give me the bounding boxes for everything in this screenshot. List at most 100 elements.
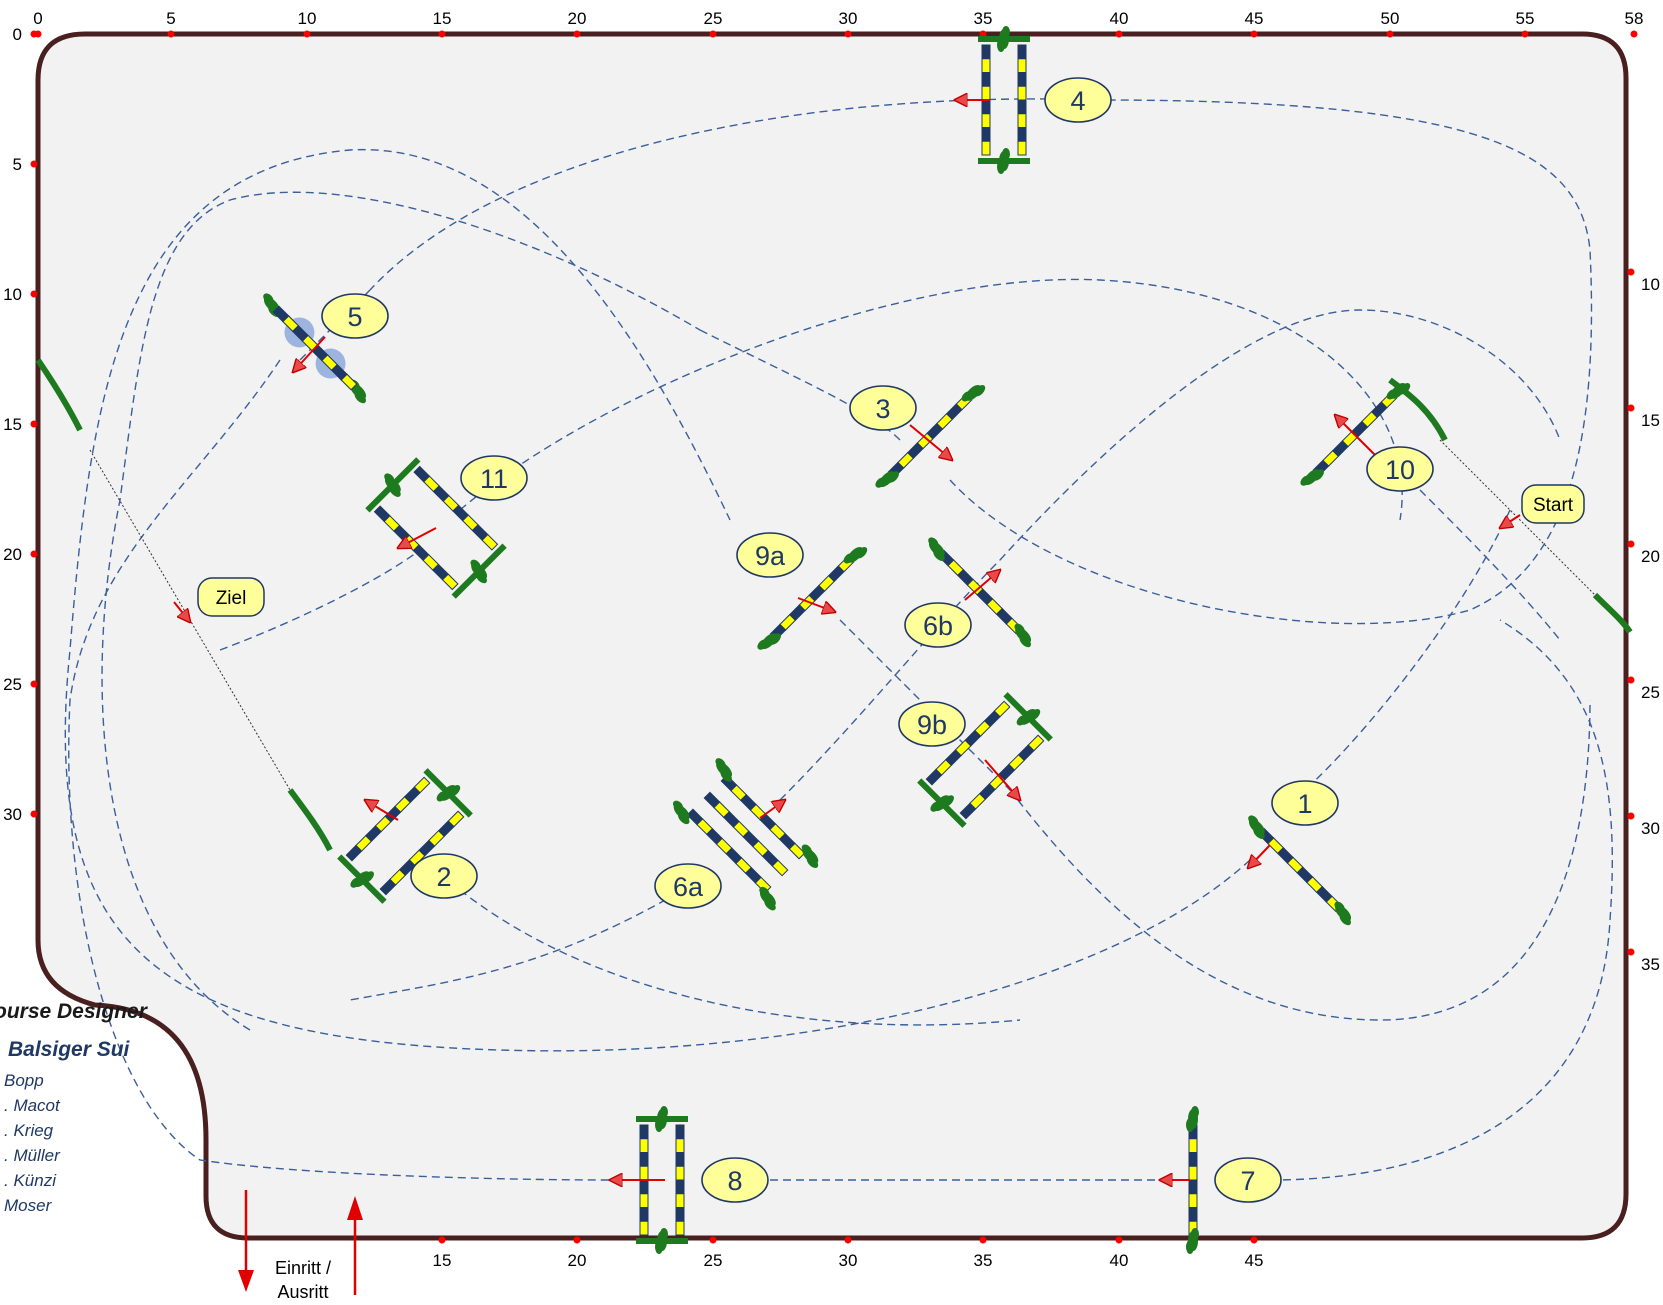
direction-arrow	[398, 527, 437, 548]
axis-tick-label: 15	[3, 415, 22, 434]
entry-label-line1: Einritt /	[274, 1258, 331, 1278]
obstacle-9a	[757, 546, 868, 650]
axis-tick	[438, 30, 446, 38]
direction-arrow	[759, 800, 785, 819]
obstacle-9b	[917, 692, 1053, 828]
obstacle-number: 6a	[673, 872, 704, 902]
axis-tick-label: 20	[568, 1251, 587, 1270]
axis-tick	[30, 810, 38, 818]
designer-name: Balsiger Sui	[8, 1038, 130, 1061]
obstacle-5	[263, 293, 367, 404]
obstacle-number: 9b	[917, 710, 947, 740]
riding-path	[64, 98, 1613, 1181]
obstacle-label-10: 10	[1366, 446, 1434, 492]
obstacle-number: 6b	[923, 611, 953, 641]
axis-tick-label: 25	[704, 1251, 723, 1270]
axis-tick	[1627, 404, 1635, 412]
axis-tick-label: 15	[433, 9, 452, 28]
obstacle-label-1: 1	[1271, 780, 1339, 826]
axis-tick	[1627, 812, 1635, 820]
assistant-name: Moser	[4, 1196, 52, 1215]
axis-tick	[1386, 30, 1394, 38]
obstacle-2	[337, 768, 473, 904]
axis-tick	[30, 550, 38, 558]
assistant-name: . Macot	[4, 1096, 60, 1115]
assistant-list: Bopp . Macot . Krieg . Müller . Künzi Mo…	[0, 1068, 240, 1218]
direction-arrow	[293, 336, 326, 372]
axis-tick-label: 50	[1381, 9, 1400, 28]
axis-tick	[979, 30, 987, 38]
start-tag: Start	[1500, 484, 1585, 528]
obstacle-label-6b: 6b	[904, 602, 972, 648]
obstacle-label-5: 5	[321, 293, 389, 339]
obstacle-6a	[673, 758, 819, 911]
axis-tick	[573, 1236, 581, 1244]
entry-arrows	[238, 1190, 363, 1295]
axis-tick-label: 0	[13, 25, 22, 44]
arena-outline	[35, 31, 1629, 1241]
obstacle-4	[978, 26, 1030, 174]
obstacle-7	[1186, 1106, 1199, 1254]
obstacles	[263, 26, 1411, 1254]
axis-tick-label: 45	[1245, 1251, 1264, 1270]
axis-tick-label: 5	[13, 155, 22, 174]
axis-tick-label: 10	[298, 9, 317, 28]
direction-arrow	[365, 800, 399, 821]
obstacle-1	[1248, 815, 1352, 926]
axis-tick-label: 40	[1110, 1251, 1129, 1270]
entry-label-line2: Ausritt	[277, 1282, 329, 1302]
obstacle-number: 2	[436, 862, 451, 892]
axis-tick	[1250, 30, 1258, 38]
obstacle-label-9a: 9a	[736, 532, 804, 578]
axis-tick-label: 20	[3, 545, 22, 564]
assistant-name: Bopp	[4, 1071, 44, 1090]
axis-tick	[1250, 1236, 1258, 1244]
axis-tick	[438, 1236, 446, 1244]
obstacle-label-3: 3	[849, 385, 917, 431]
start-tag-label: Start	[1533, 495, 1574, 516]
course-designer-credits: ourse Designer Balsiger Sui Bopp . Macot…	[0, 1000, 240, 1218]
direction-arrow	[1335, 415, 1376, 456]
axis-tick	[30, 420, 38, 428]
axis-tick-label: 58	[1625, 9, 1644, 28]
obstacle-label-11: 11	[460, 455, 528, 501]
axis-tick	[30, 160, 38, 168]
axis-tick	[709, 1236, 717, 1244]
axis-tick	[1627, 948, 1635, 956]
finish-tag: Ziel	[173, 577, 265, 622]
obstacle-number: 7	[1240, 1166, 1255, 1196]
axis-tick-label: 15	[433, 1251, 452, 1270]
axis-tick	[844, 1236, 852, 1244]
obstacle-number: 4	[1070, 86, 1085, 116]
axis-tick	[1115, 30, 1123, 38]
axis-tick	[167, 30, 175, 38]
axis-tick-label: 30	[839, 9, 858, 28]
direction-arrow	[797, 597, 835, 612]
axis-tick-label: 35	[1641, 955, 1660, 974]
credits-title: ourse Designer	[0, 1000, 147, 1023]
axis-tick	[1630, 30, 1638, 38]
axis-tick	[1627, 540, 1635, 548]
axis-tick	[709, 30, 717, 38]
obstacle-number: 5	[347, 302, 362, 332]
axis-tick-label: 45	[1245, 9, 1264, 28]
assistant-name: . Krieg	[4, 1121, 54, 1140]
obstacle-6b	[928, 537, 1032, 648]
axis-tick	[979, 1236, 987, 1244]
direction-arrow	[964, 570, 1000, 601]
obstacle-number: 3	[875, 394, 890, 424]
assistant-name: . Künzi	[4, 1171, 56, 1190]
obstacle-number: 8	[727, 1166, 742, 1196]
obstacle-number: 10	[1385, 455, 1415, 485]
axis-tick-label: 30	[839, 1251, 858, 1270]
axis-tick-label: 25	[1641, 683, 1660, 702]
axis-tick	[1521, 30, 1529, 38]
obstacle-label-9b: 9b	[898, 701, 966, 747]
axis-tick-label: 55	[1516, 9, 1535, 28]
obstacle-3	[875, 384, 986, 488]
